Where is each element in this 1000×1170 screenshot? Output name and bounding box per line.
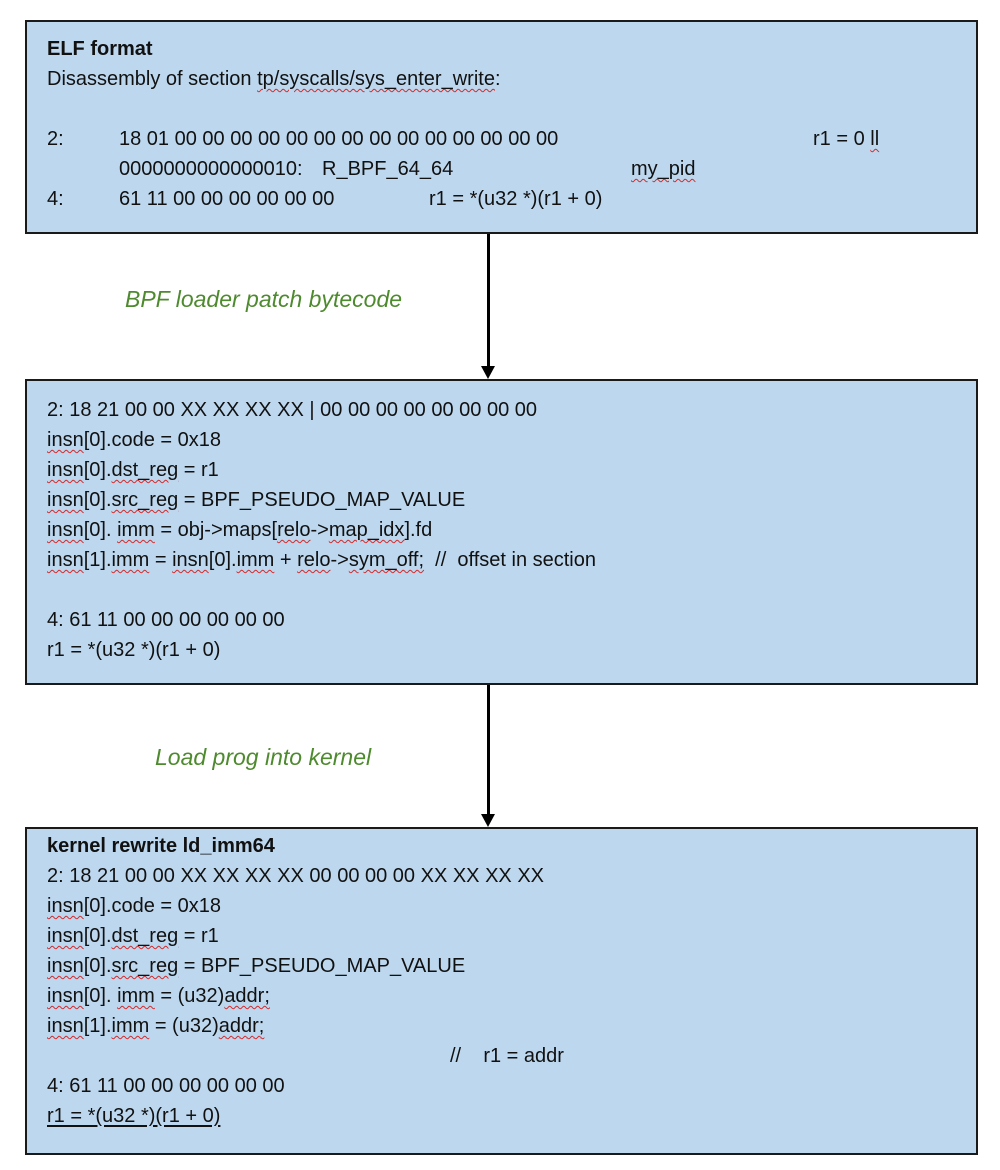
cast-token: = (u32) [154, 985, 225, 1007]
arrow-head-2 [481, 814, 495, 827]
kernel-rewrite-title: kernel rewrite ld_imm64 [47, 835, 275, 857]
blank-line [47, 94, 976, 124]
elf-insn-line-2: 2: 18 01 00 00 00 00 00 00 00 00 00 00 0… [47, 124, 976, 154]
cast-token: = (u32) [149, 1015, 219, 1037]
insn1-imm-line: insn[1].imm = (u32)addr; [47, 1011, 976, 1041]
elf-insn-line-4: 4: 61 11 00 00 00 00 00 00 r1 = *(u32 *)… [47, 184, 976, 214]
disassembly-heading: Disassembly of section tp/syscalls/sys_e… [47, 64, 976, 94]
field-token: imm [111, 549, 150, 571]
insn-code-line: insn[0].code = 0x18 [47, 425, 976, 455]
insn-bytes-2: 18 01 00 00 00 00 00 00 00 00 00 00 00 0… [119, 128, 559, 150]
insn-token: insn [47, 895, 84, 917]
offset-comment: // offset in section [424, 549, 596, 571]
step-label-loader: BPF loader patch bytecode [125, 286, 403, 312]
assign-value: = BPF_PSEUDO_MAP_VALUE [178, 489, 466, 511]
field-token: src_reg [111, 489, 179, 511]
insn-bytes-4: 61 11 00 00 00 00 00 00 [119, 188, 335, 210]
insn-asm-4: r1 = *(u32 *)(r1 + 0) [429, 188, 603, 210]
field-token: imm [117, 519, 155, 541]
fd-token: ].fd [404, 519, 433, 541]
assign-value: = BPF_PSEUDO_MAP_VALUE [178, 955, 466, 977]
flow-arrow-1 [487, 234, 490, 367]
insn-token: insn [47, 925, 84, 947]
patched-bytes-line: 2: 18 21 00 00 XX XX XX XX | 00 00 00 00… [47, 399, 538, 421]
addr-token: addr; [218, 1015, 265, 1037]
index-token: [0]. [208, 549, 237, 571]
disassembly-suffix: : [494, 68, 501, 90]
elf-format-box: ELF format Disassembly of section tp/sys… [25, 20, 978, 234]
insn-token: insn [47, 429, 84, 451]
index-token: [1]. [83, 1015, 112, 1037]
arrow-token: -> [310, 519, 329, 541]
reloc-offset: 0000000000000010: [119, 158, 303, 180]
load-asm-line: r1 = *(u32 *)(r1 + 0) [47, 639, 221, 661]
relo-token: relo [297, 549, 331, 571]
addr-token: addr; [224, 985, 270, 1007]
rewritten-bytes-line: 2: 18 21 00 00 XX XX XX XX 00 00 00 00 X… [47, 865, 544, 887]
sym-off-token: sym_off; [348, 549, 425, 571]
section-name: tp/syscalls/sys_enter_write [257, 68, 495, 90]
code-assign: [0].code = 0x18 [83, 895, 222, 917]
insn-src-reg-line: insn[0].src_reg = BPF_PSEUDO_MAP_VALUE [47, 485, 976, 515]
assign-part: = obj->maps[ [154, 519, 278, 541]
load-asm-line: r1 = *(u32 *)(r1 + 0) [47, 1105, 221, 1127]
insn-dst-reg-line: insn[0].dst_reg = r1 [47, 921, 976, 951]
insn-token: insn [172, 549, 209, 571]
field-token: imm [117, 985, 155, 1007]
map-idx-token: map_idx [328, 519, 405, 541]
insn-token: insn [47, 955, 84, 977]
insn-src-reg-line: insn[0].src_reg = BPF_PSEUDO_MAP_VALUE [47, 951, 976, 981]
insn-token: insn [47, 459, 84, 481]
field-token: dst_reg [111, 459, 179, 481]
index-token: [0]. [83, 519, 118, 541]
arrow-token: -> [330, 549, 349, 571]
arrow-head-1 [481, 366, 495, 379]
code-assign: [0].code = 0x18 [83, 429, 222, 451]
reloc-symbol: my_pid [631, 158, 696, 180]
assign-part: = [149, 549, 173, 571]
assign-value: = r1 [178, 459, 219, 481]
insn-dst-reg-line: insn[0].dst_reg = r1 [47, 455, 976, 485]
insn-offset-4: 4: [47, 188, 64, 210]
relocation-line: 0000000000000010: R_BPF_64_64 my_pid [47, 154, 976, 184]
insn-token: insn [47, 489, 84, 511]
field-token: imm [111, 1015, 150, 1037]
asm-ll-suffix: ll [870, 128, 880, 150]
insn-asm-2: r1 = 0 ll [813, 124, 879, 154]
insn-token: insn [47, 1015, 84, 1037]
insn1-imm-line: insn[1].imm = insn[0].imm + relo->sym_of… [47, 545, 976, 575]
loader-patch-box: 2: 18 21 00 00 XX XX XX XX | 00 00 00 00… [25, 379, 978, 685]
addr-comment-line: // r1 = addr [47, 1041, 976, 1071]
addr-comment: // r1 = addr [450, 1045, 564, 1067]
assign-value: = r1 [178, 925, 219, 947]
load-bytes-line: 4: 61 11 00 00 00 00 00 00 [47, 609, 285, 631]
imm-token: imm [236, 549, 275, 571]
insn-token: insn [47, 549, 84, 571]
insn0-imm-line: insn[0]. imm = obj->maps[relo->map_idx].… [47, 515, 976, 545]
load-bytes-line: 4: 61 11 00 00 00 00 00 00 [47, 1075, 285, 1097]
index-token: [0]. [83, 925, 112, 947]
index-token: [0]. [83, 459, 112, 481]
field-token: src_reg [111, 955, 179, 977]
insn-offset-2: 2: [47, 128, 64, 150]
insn-token: insn [47, 519, 84, 541]
step-label-kernel: Load prog into kernel [155, 744, 372, 770]
elf-format-title: ELF format [47, 38, 153, 60]
reloc-type: R_BPF_64_64 [322, 158, 454, 180]
asm-text: r1 = 0 [813, 128, 871, 150]
plus-token: + [274, 549, 298, 571]
kernel-rewrite-box: kernel rewrite ld_imm64 2: 18 21 00 00 X… [25, 827, 978, 1155]
disassembly-prefix: Disassembly of section [47, 68, 258, 90]
blank-line [47, 575, 976, 605]
insn0-imm-line: insn[0]. imm = (u32)addr; [47, 981, 976, 1011]
relo-token: relo [277, 519, 311, 541]
index-token: [0]. [83, 955, 112, 977]
index-token: [0]. [83, 489, 112, 511]
index-token: [0]. [83, 985, 118, 1007]
insn-code-line: insn[0].code = 0x18 [47, 891, 976, 921]
index-token: [1]. [83, 549, 112, 571]
field-token: dst_reg [111, 925, 179, 947]
insn-token: insn [47, 985, 84, 1007]
flow-arrow-2 [487, 685, 490, 815]
